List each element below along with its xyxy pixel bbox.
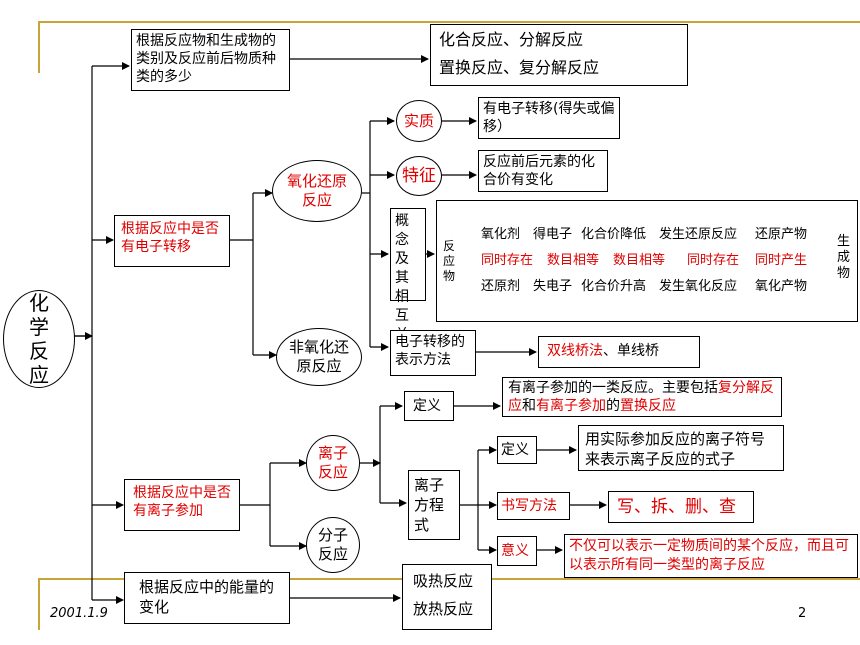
- write-label: 书写方法: [501, 498, 557, 514]
- row-bot-valence-up: 化合价升高: [581, 279, 647, 294]
- row-bot-lose-electron: 失电子: [533, 279, 573, 294]
- essence-box: 有电子转移(得失或偏移）: [478, 97, 620, 139]
- bottom-accent-vertical: [38, 578, 40, 630]
- b4-result-box: 吸热反应 放热反应: [402, 564, 492, 630]
- meaning-text: 不仅可以表示一定物质间的某个反应，而且可以表示所有同一类型的离子反应: [569, 538, 849, 573]
- product-label: 生成物: [837, 234, 851, 281]
- root-label: 化学反应: [29, 291, 49, 387]
- ionic-def-displacement: 置换反应: [620, 398, 676, 414]
- redox-node: 氧化还原反应: [272, 160, 362, 222]
- feature-label: 特征: [402, 165, 436, 186]
- essence-node: 实质: [396, 100, 442, 142]
- row-top-reduction-product: 还原产物: [755, 227, 808, 242]
- essence-label: 实质: [403, 111, 434, 130]
- ionic-def-box: 有离子参加的一类反应。主要包括复分解反应和有离子参加的置换反应: [502, 377, 782, 417]
- footer-page-number: 2: [798, 606, 807, 621]
- write-label-box: 书写方法: [497, 492, 570, 520]
- row-top-reduction: 发生还原反应: [659, 227, 738, 242]
- equation-label-box: 离子方程式: [408, 470, 460, 540]
- ionic-node: 离子反应: [306, 435, 360, 491]
- reactant-label: 反应物: [443, 239, 456, 283]
- b4-criterion-box: 根据反应中的能量的变化: [124, 572, 290, 624]
- row-mid-coproduce: 同时产生: [755, 253, 808, 268]
- row-bot-oxidation-product: 氧化产物: [755, 279, 808, 294]
- transfer-label-box: 电子转移的表示方法: [390, 330, 476, 376]
- ionic-def-ion-participate: 有离子参加: [536, 398, 606, 414]
- transfer-double-bridge: 双线桥法: [547, 343, 603, 359]
- b4-endothermic: 吸热反应: [413, 572, 474, 590]
- ionic-def-of: 的: [606, 398, 620, 414]
- row-bot-reductant: 还原剂: [481, 279, 521, 294]
- eq-def-label-box: 定义: [497, 436, 537, 464]
- row-top-oxidant: 氧化剂: [481, 227, 521, 242]
- eq-def-text: 用实际参加反应的离子符号来表示离子反应的式子: [585, 430, 766, 468]
- b4-criterion: 根据反应中的能量的变化: [139, 578, 275, 616]
- row-top-valence-down: 化合价降低: [581, 227, 647, 242]
- eq-def-box: 用实际参加反应的离子符号来表示离子反应的式子: [578, 425, 784, 471]
- row-mid-equal-1: 数目相等: [547, 253, 600, 268]
- non-redox-label: 非氧化还原反应: [288, 338, 349, 375]
- meaning-label-box: 意义: [497, 536, 537, 566]
- b1-result-box: 化合反应、分解反应 置换反应、复分解反应: [430, 24, 688, 86]
- b4-exothermic: 放热反应: [413, 600, 474, 618]
- ionic-def-double-decomp: 复分解反应: [508, 380, 774, 414]
- row-mid-coexist-1: 同时存在: [481, 253, 534, 268]
- footer-date: 2001.1.9: [50, 606, 108, 621]
- transfer-single-bridge: 、单线桥: [603, 343, 659, 359]
- essence-text: 有电子转移(得失或偏移）: [483, 101, 615, 135]
- b1-result-line1: 化合反应、分解反应: [439, 30, 584, 49]
- concept-panel: 反应物 生成物 氧化剂 得电子 化合价降低 发生还原反应 还原产物 同时存在 数…: [436, 200, 858, 322]
- equation-label: 离子方程式: [414, 476, 445, 534]
- b1-criterion: 根据反应物和生成物的类别及反应前后物质种类的多少: [136, 33, 276, 85]
- redox-label: 氧化还原反应: [287, 172, 348, 209]
- b2-criterion: 根据反应中是否有电子转移: [121, 221, 219, 255]
- b2-criterion-box: 根据反应中是否有电子转移: [114, 215, 230, 267]
- ionic-def-and: 和: [522, 398, 536, 414]
- top-accent-horizontal: [38, 21, 860, 23]
- row-mid-equal-2: 数目相等: [613, 253, 666, 268]
- write-method-text: 写、拆、删、查: [617, 497, 736, 517]
- top-accent-vertical: [38, 21, 40, 73]
- molecular-label: 分子反应: [317, 526, 348, 563]
- transfer-method-box: 双线桥法、单线桥: [538, 336, 700, 368]
- transfer-label: 电子转移的表示方法: [395, 334, 465, 368]
- feature-box: 反应前后元素的化合价有变化: [478, 150, 608, 192]
- ionic-def-part1: 有离子参加的一类反应。主要包括: [508, 380, 718, 396]
- b3-criterion: 根据反应中是否有离子参加: [133, 485, 231, 519]
- root-node: 化学反应: [3, 290, 75, 388]
- ionic-label: 离子反应: [317, 444, 348, 481]
- meaning-box: 不仅可以表示一定物质间的某个反应，而且可以表示所有同一类型的离子反应: [564, 534, 858, 578]
- molecular-node: 分子反应: [306, 517, 360, 573]
- write-method-box: 写、拆、删、查: [608, 491, 754, 523]
- b1-result-line2: 置换反应、复分解反应: [439, 58, 600, 77]
- ionic-def-label: 定义: [413, 398, 441, 414]
- feature-node: 特征: [396, 156, 442, 196]
- non-redox-node: 非氧化还原反应: [276, 328, 362, 386]
- row-top-gain-electron: 得电子: [533, 227, 573, 242]
- b3-criterion-box: 根据反应中是否有离子参加: [124, 479, 240, 531]
- row-mid-coexist-2: 同时存在: [687, 253, 740, 268]
- b1-criterion-box: 根据反应物和生成物的类别及反应前后物质种类的多少: [131, 29, 290, 91]
- feature-text: 反应前后元素的化合价有变化: [483, 154, 595, 188]
- row-bot-oxidation: 发生氧化反应: [659, 279, 738, 294]
- ionic-def-label-box: 定义: [404, 391, 454, 421]
- meaning-label: 意义: [501, 543, 529, 559]
- concept-label-box: 概念及其相互关系: [390, 208, 426, 362]
- eq-def-label: 定义: [501, 442, 529, 458]
